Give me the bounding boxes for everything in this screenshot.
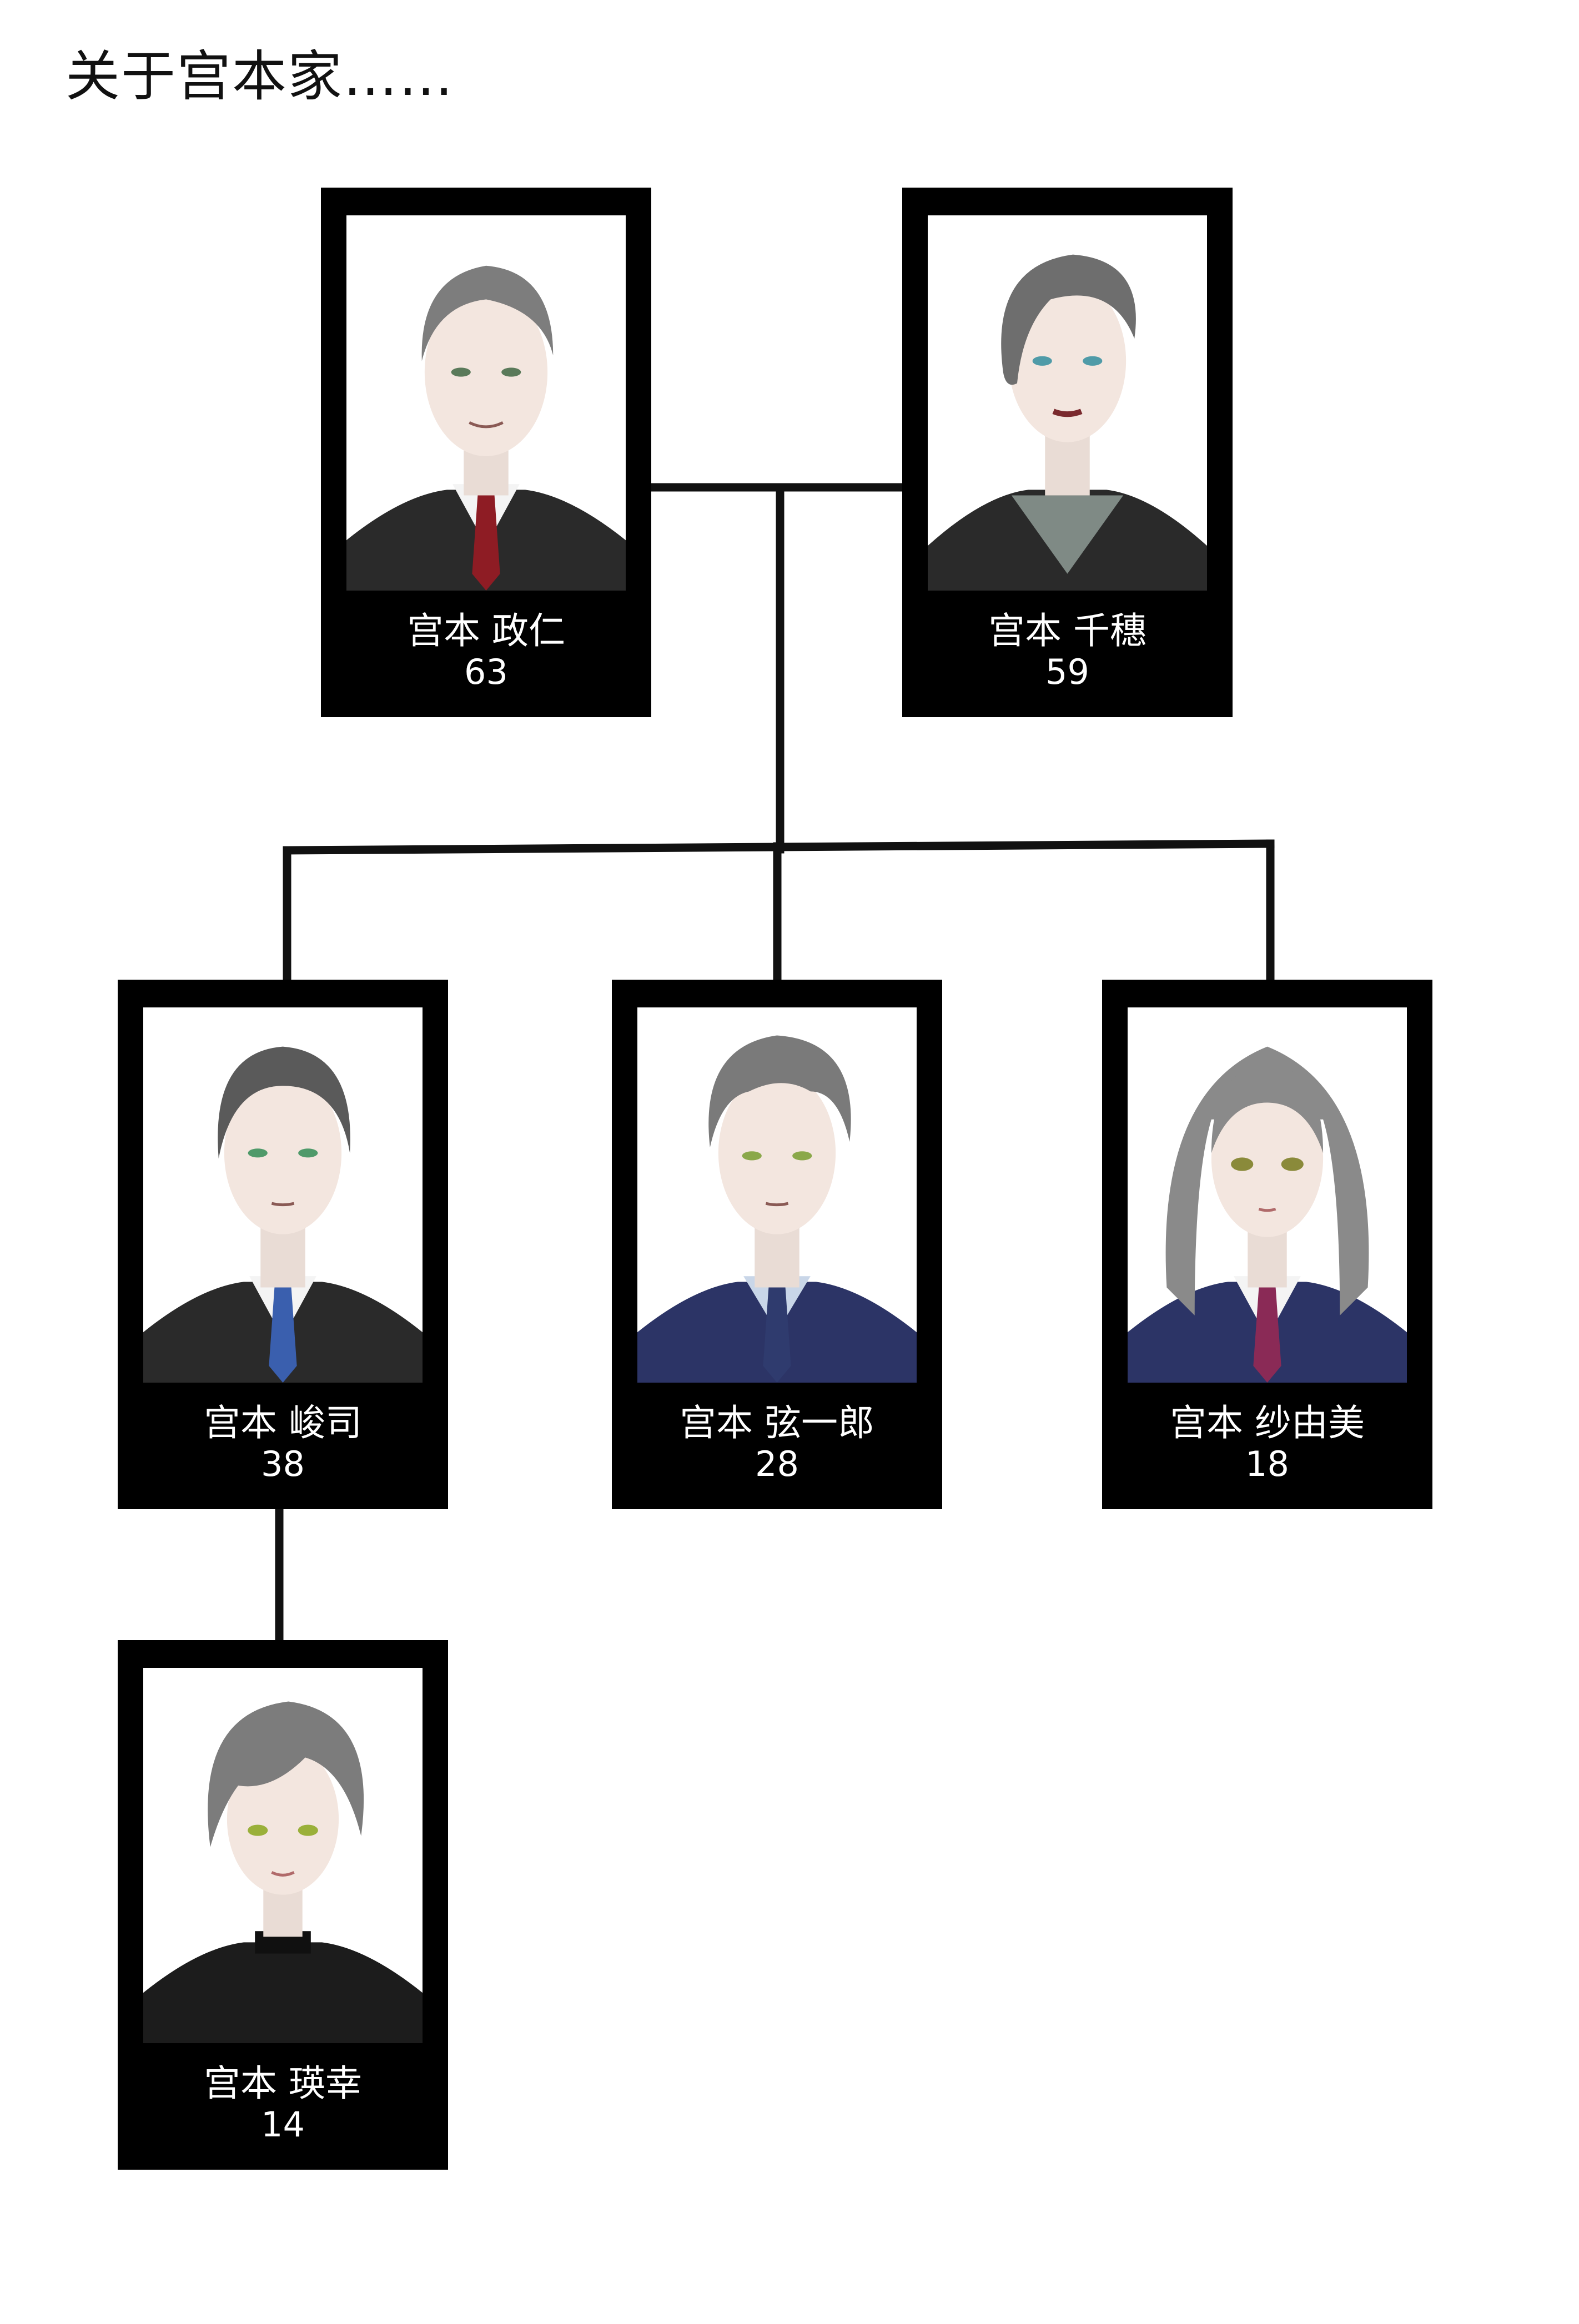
member-age-eiko: 14 [261, 2104, 305, 2145]
portrait-genichiro [637, 1007, 917, 1383]
portrait-masahito-illustration [346, 265, 626, 591]
portrait-eiko [143, 1668, 423, 2043]
portrait-chiho-illustration [928, 254, 1207, 591]
member-name-eiko: 宫本 瑛幸 [204, 2062, 362, 2105]
member-name-shunji: 宫本 峻司 [204, 1402, 362, 1444]
member-age-masahito: 63 [464, 652, 508, 692]
portrait-chiho [928, 215, 1207, 591]
member-card-shunji: 宫本 峻司 38 [118, 980, 448, 1509]
member-name-genichiro: 宫本 弦一郎 [680, 1402, 874, 1444]
portrait-shunji [143, 1007, 423, 1383]
portrait-sayumi-illustration [1128, 1046, 1407, 1383]
member-card-sayumi: 宫本 纱由美 18 [1102, 980, 1432, 1509]
member-name-sayumi: 宫本 纱由美 [1170, 1402, 1365, 1444]
portrait-sayumi [1128, 1007, 1407, 1383]
member-name-chiho: 宫本 千穗 [988, 609, 1146, 652]
member-name-masahito: 宫本 政仁 [407, 609, 565, 652]
member-age-chiho: 59 [1045, 652, 1089, 692]
member-age-shunji: 38 [261, 1444, 305, 1484]
portrait-shunji-illustration [143, 1046, 423, 1383]
portrait-masahito [346, 215, 626, 591]
member-age-genichiro: 28 [755, 1444, 799, 1484]
member-card-chiho: 宫本 千穗 59 [902, 188, 1233, 717]
portrait-genichiro-illustration [637, 1035, 917, 1383]
member-age-sayumi: 18 [1245, 1444, 1289, 1484]
page-title: 关于宫本家…… [66, 45, 455, 108]
member-card-eiko: 宫本 瑛幸 14 [118, 1640, 448, 2170]
member-card-masahito: 宫本 政仁 63 [321, 188, 651, 717]
member-card-genichiro: 宫本 弦一郎 28 [612, 980, 942, 1509]
portrait-eiko-illustration [143, 1701, 423, 2043]
